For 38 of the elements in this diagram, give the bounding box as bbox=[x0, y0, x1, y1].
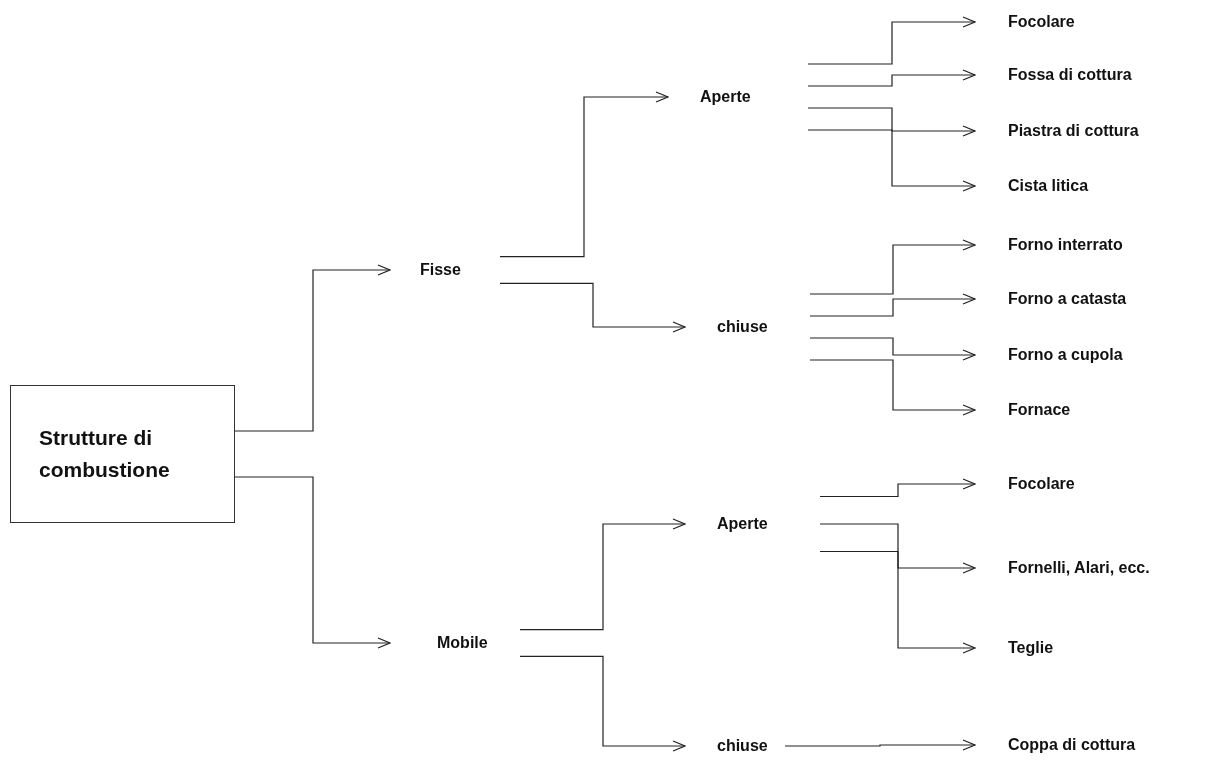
category-label: Fossa di cottura bbox=[1008, 65, 1132, 85]
category-label: Forno a catasta bbox=[1008, 289, 1127, 309]
arrow bbox=[809, 359, 976, 416]
arrow bbox=[809, 337, 976, 361]
category-label: Mobile bbox=[437, 633, 488, 653]
arrow bbox=[819, 523, 976, 574]
category-label: Fornace bbox=[1008, 400, 1071, 420]
arrow bbox=[809, 239, 976, 295]
arrow bbox=[499, 282, 686, 333]
category-label: Forno a cupola bbox=[1008, 345, 1123, 365]
arrow bbox=[807, 107, 976, 137]
arrow bbox=[784, 739, 976, 751]
category-label: Focolare bbox=[1008, 474, 1075, 494]
category-label: Aperte bbox=[717, 514, 768, 534]
arrow bbox=[807, 16, 976, 65]
arrow bbox=[819, 550, 976, 654]
category-label: Aperte bbox=[700, 87, 751, 107]
category-label: Focolare bbox=[1008, 12, 1075, 32]
arrow bbox=[499, 91, 669, 258]
category-label: Fisse bbox=[420, 260, 461, 280]
category-label: Coppa di cottura bbox=[1008, 735, 1136, 755]
box-title: Strutture di combustione bbox=[39, 425, 171, 483]
arrow bbox=[519, 518, 686, 631]
category-label: Piastra di cottura bbox=[1008, 121, 1139, 141]
arrow bbox=[234, 476, 391, 649]
root-box bbox=[10, 385, 235, 523]
arrow bbox=[807, 129, 976, 192]
category-label: chiuse bbox=[717, 317, 768, 337]
category-label: Fornelli, Alari, ecc. bbox=[1008, 558, 1150, 578]
category-label: Forno interrato bbox=[1008, 235, 1123, 255]
arrow bbox=[519, 655, 686, 752]
arrow bbox=[234, 264, 391, 432]
category-label: Cista litica bbox=[1008, 176, 1089, 196]
category-label: chiuse bbox=[717, 736, 768, 756]
category-label: Teglie bbox=[1008, 638, 1054, 658]
arrow bbox=[819, 478, 976, 498]
arrow bbox=[809, 293, 976, 317]
arrow bbox=[807, 69, 976, 87]
